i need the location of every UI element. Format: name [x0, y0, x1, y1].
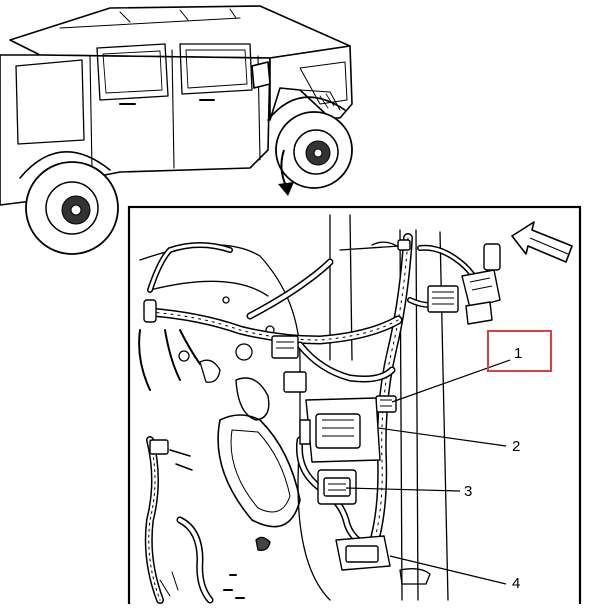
vehicle-illustration	[0, 5, 353, 255]
direction-arrow-icon	[511, 221, 573, 263]
highlight-box	[487, 330, 552, 372]
zoom-arrow-icon	[278, 149, 294, 196]
callout-1-label: 1	[514, 345, 523, 362]
callout-3-label: 3	[464, 483, 473, 500]
callout-2-label: 2	[512, 438, 521, 455]
callout-4-label: 4	[512, 575, 521, 592]
connector-module	[143, 239, 501, 571]
leader-lines	[345, 359, 511, 585]
